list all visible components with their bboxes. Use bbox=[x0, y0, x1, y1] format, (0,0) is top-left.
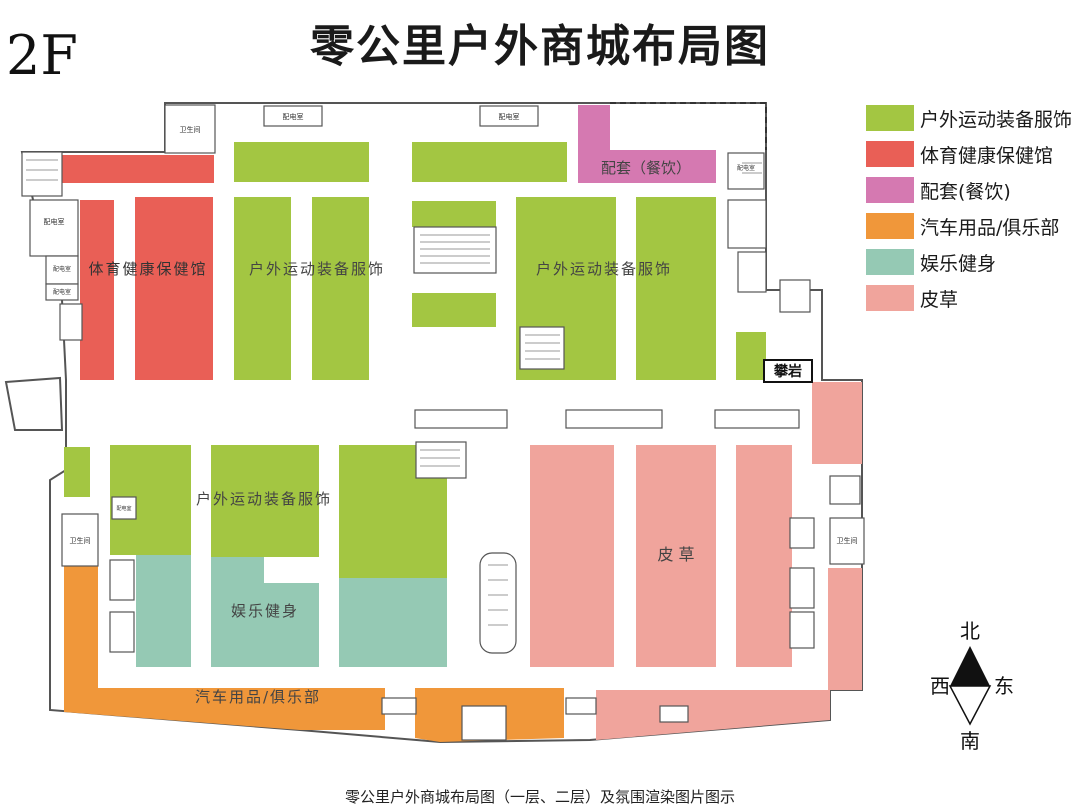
compass-south: 南 bbox=[960, 729, 980, 753]
legend-label: 汽车用品/俱乐部 bbox=[920, 216, 1060, 239]
label-restroom-w: 卫生间 bbox=[70, 536, 91, 545]
legend-swatch bbox=[866, 213, 914, 239]
compass-north: 北 bbox=[960, 619, 980, 643]
label-outdoor-south: 户外运动装备服饰 bbox=[196, 490, 332, 508]
label-power-room-1: 配电室 bbox=[283, 112, 304, 121]
legend-label: 体育健康保健馆 bbox=[920, 144, 1054, 167]
compass: 北 南 西 东 bbox=[930, 619, 1014, 753]
legend-label: 皮草 bbox=[920, 288, 959, 311]
zone-fur bbox=[530, 382, 862, 740]
page-title: 零公里户外商城布局图 bbox=[310, 21, 770, 72]
label-power-room-7: 配电室 bbox=[737, 164, 755, 172]
label-outdoor-east: 户外运动装备服饰 bbox=[536, 260, 672, 278]
legend-item: 配套(餐饮) bbox=[866, 174, 1076, 206]
label-restroom-nw: 卫生间 bbox=[180, 125, 201, 134]
label-outdoor-west: 户外运动装备服饰 bbox=[249, 260, 385, 278]
legend-swatch bbox=[866, 177, 914, 203]
zone-sports-health bbox=[62, 155, 214, 380]
label-dining: 配套（餐饮） bbox=[601, 159, 691, 177]
climbing-wall bbox=[763, 359, 813, 383]
label-auto: 汽车用品/俱乐部 bbox=[195, 688, 321, 706]
label-fitness: 娱乐健身 bbox=[231, 602, 299, 620]
label-power-room-4: 配电室 bbox=[53, 265, 71, 273]
legend-label: 娱乐健身 bbox=[920, 252, 997, 275]
compass-north-arrow bbox=[950, 646, 990, 686]
caption: 零公里户外商城布局图（一层、二层）及氛围渲染图片图示 bbox=[344, 788, 735, 806]
compass-south-arrow bbox=[948, 685, 992, 726]
legend-swatch bbox=[866, 249, 914, 275]
legend-swatch bbox=[866, 105, 914, 131]
label-climbing: 攀岩 bbox=[774, 363, 802, 380]
building-wing-west bbox=[4, 376, 64, 431]
stair-hatching bbox=[26, 159, 762, 626]
label-power-room-6: 配电室 bbox=[116, 505, 131, 512]
zone-dining bbox=[578, 105, 716, 183]
legend-label: 配套(餐饮) bbox=[920, 180, 1011, 203]
legend-item: 体育健康保健馆 bbox=[866, 138, 1076, 170]
legend-swatch bbox=[866, 285, 914, 311]
building-wing-northeast bbox=[610, 102, 767, 150]
floor-label: 2F bbox=[6, 24, 78, 87]
compass-east: 东 bbox=[994, 674, 1014, 698]
legend-item: 户外运动装备服饰 bbox=[866, 102, 1076, 134]
legend-item: 娱乐健身 bbox=[866, 246, 1076, 278]
label-power-room-5: 配电室 bbox=[53, 288, 71, 296]
legend-label: 户外运动装备服饰 bbox=[920, 108, 1073, 131]
label-restroom-e: 卫生间 bbox=[837, 536, 858, 545]
legend-item: 皮草 bbox=[866, 282, 1076, 314]
zone-outdoor-north bbox=[64, 142, 766, 497]
zone-fitness bbox=[136, 555, 447, 667]
legend: 户外运动装备服饰 体育健康保健馆 配套(餐饮) 汽车用品/俱乐部 娱乐健身 皮草 bbox=[866, 102, 1076, 318]
legend-item: 汽车用品/俱乐部 bbox=[866, 210, 1076, 242]
label-sports-health: 体育健康保健馆 bbox=[88, 260, 207, 278]
label-power-room-3: 配电室 bbox=[44, 217, 65, 226]
legend-swatch bbox=[866, 141, 914, 167]
label-power-room-2: 配电室 bbox=[499, 112, 520, 121]
label-fur: 皮 草 bbox=[657, 545, 694, 564]
compass-west: 西 bbox=[930, 674, 950, 698]
